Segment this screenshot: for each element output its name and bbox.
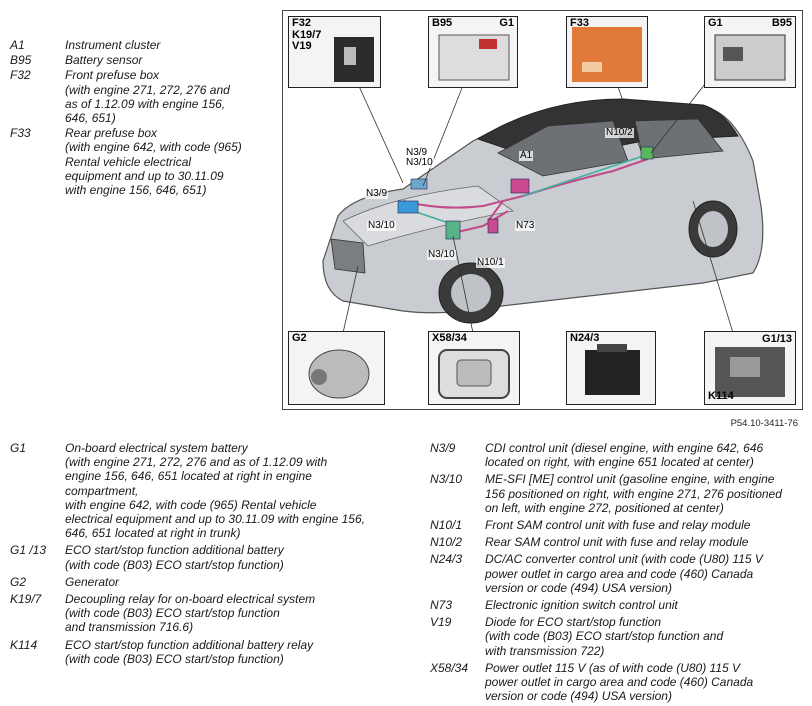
callout-n310-bottom: N3/10: [427, 249, 456, 260]
inset-n24-3: N24/3: [566, 331, 656, 405]
legend-entry: N24/3 DC/AC converter control unit (with …: [430, 552, 806, 595]
legend-description: CDI control unit (diesel engine, with en…: [485, 441, 764, 470]
legend-entry: F33 Rear prefuse box (with engine 642, wi…: [10, 126, 280, 197]
n310-module-marker: [397, 200, 419, 214]
legend-code: K19/7: [10, 592, 42, 607]
legend-description: Rear SAM control unit with fuse and rela…: [485, 535, 749, 550]
inset-x58-label: X58/34: [432, 332, 467, 344]
inset-b95-label: B95: [432, 17, 453, 29]
legend-code: N24/3: [430, 552, 463, 567]
legend-description: Electronic ignition switch control unit: [485, 598, 678, 613]
n310-bottom-marker: [445, 220, 461, 240]
inset-g1-label-2: G1: [708, 17, 723, 29]
figure-reference: P54.10-3411-76: [730, 418, 798, 429]
legend-entry: N3/10 ME-SFI [ME] control unit (gasoline …: [430, 472, 806, 515]
inset-k114-label: K114: [708, 389, 734, 402]
legend-code: K114: [10, 637, 38, 652]
legend-entry: G1 On-board electrical system battery (wi…: [10, 441, 410, 540]
inset-f32-label: F32 K19/7 V19: [292, 17, 322, 52]
legend-description: Front prefuse box (with engine 271, 272,…: [65, 68, 230, 126]
callout-n10-2: N10/2: [605, 127, 634, 138]
callout-n73: N73: [515, 220, 536, 231]
legend-entry: G2 Generator: [10, 575, 410, 589]
component-location-figure: F32 K19/7 V19 B95 G1 F33 G1 B95 G2 X58/3…: [282, 10, 803, 410]
legend-code: N73: [430, 598, 453, 613]
legend-code: V19: [430, 615, 452, 630]
car-illustration: [322, 60, 764, 334]
callout-n310-left: N3/10: [367, 220, 396, 231]
legend-description: Battery sensor: [65, 53, 143, 68]
legend-description: Front SAM control unit with fuse and rel…: [485, 518, 751, 533]
inset-g2: G2: [288, 331, 385, 405]
legend-entry: A1 Instrument cluster: [10, 38, 280, 52]
callout-n39-n310-top: N3/9 N3/10: [405, 147, 434, 168]
inset-g1-label: G1: [499, 17, 514, 29]
legend-code: G1: [10, 441, 27, 455]
legend-code: N3/10: [430, 472, 463, 487]
callout-n39-left: N3/9: [365, 188, 389, 199]
legend-entry: N10/2 Rear SAM control unit with fuse and…: [430, 535, 806, 549]
grille: [330, 238, 366, 274]
legend-code: F32: [10, 68, 31, 83]
legend-entry: B95 Battery sensor: [10, 53, 280, 67]
callout-a1: A1: [519, 150, 534, 161]
inset-f33: F33: [566, 16, 648, 88]
legend-description: Power outlet 115 V (as of with code (U80…: [485, 660, 754, 704]
legend-description: ME-SFI [ME] control unit (gasoline engin…: [485, 472, 782, 515]
n102-marker: [640, 146, 654, 160]
inset-f32-k19-v19: F32 K19/7 V19: [288, 16, 381, 88]
legend-entry: G1 /13 ECO start/stop function additional…: [10, 543, 410, 571]
legend-description: On-board electrical system battery (with…: [65, 441, 365, 541]
legend-entry: K114 ECO start/stop function additional b…: [10, 638, 410, 666]
legend-code: G2: [10, 574, 27, 589]
inset-g2-label: G2: [292, 332, 307, 344]
legend-bottom-left: G1 On-board electrical system battery (wi…: [10, 441, 410, 669]
legend-bottom-right: N3/9 CDI control unit (diesel engine, wit…: [430, 441, 806, 706]
legend-entry: N73 Electronic ignition switch control un…: [430, 598, 806, 612]
inset-g1-13-k114: G1/13 K114: [704, 331, 796, 405]
callout-n10-1: N10/1: [476, 257, 505, 268]
inset-x58-34: X58/34: [428, 331, 520, 405]
legend-description: Generator: [65, 574, 120, 589]
legend-entry: X58/34 Power outlet 115 V (as of with cod…: [430, 661, 806, 704]
legend-code: F33: [10, 126, 31, 141]
legend-description: Decoupling relay for on-board electrical…: [65, 592, 316, 635]
inset-b95-g1: B95 G1: [428, 16, 518, 88]
legend-description: Diode for ECO start/stop function (with …: [485, 615, 724, 658]
legend-description: DC/AC converter control unit (with code …: [485, 552, 763, 595]
legend-entry: K19/7 Decoupling relay for on-board elect…: [10, 592, 410, 635]
a1-marker: [510, 178, 530, 194]
legend-entry: N10/1 Front SAM control unit with fuse an…: [430, 518, 806, 532]
inset-n24-label: N24/3: [570, 332, 600, 344]
legend-code: G1 /13: [10, 543, 47, 558]
inset-g1-b95: G1 B95: [704, 16, 796, 88]
legend-code: A1: [10, 38, 25, 52]
legend-entry: V19 Diode for ECO start/stop function (wi…: [430, 615, 806, 658]
n39-module-marker: [410, 178, 428, 190]
inset-g113-label: G1/13: [762, 333, 792, 345]
inset-f33-label: F33: [570, 17, 589, 29]
legend-code: X58/34: [430, 660, 469, 675]
n101-marker: [487, 218, 499, 234]
legend-code: N10/1: [430, 518, 463, 533]
inset-b95-label-2: B95: [771, 17, 792, 29]
legend-entry: F32 Front prefuse box (with engine 271, 2…: [10, 68, 280, 125]
legend-entry: N3/9 CDI control unit (diesel engine, wit…: [430, 441, 806, 469]
legend-code: N10/2: [430, 535, 463, 550]
legend-description: Instrument cluster: [65, 38, 161, 52]
legend-description: ECO start/stop function additional batte…: [65, 637, 314, 666]
legend-description: Rear prefuse box (with engine 642, with …: [65, 126, 242, 198]
legend-code: B95: [10, 53, 32, 68]
legend-code: N3/9: [430, 441, 456, 455]
legend-description: ECO start/stop function additional batte…: [65, 543, 284, 572]
